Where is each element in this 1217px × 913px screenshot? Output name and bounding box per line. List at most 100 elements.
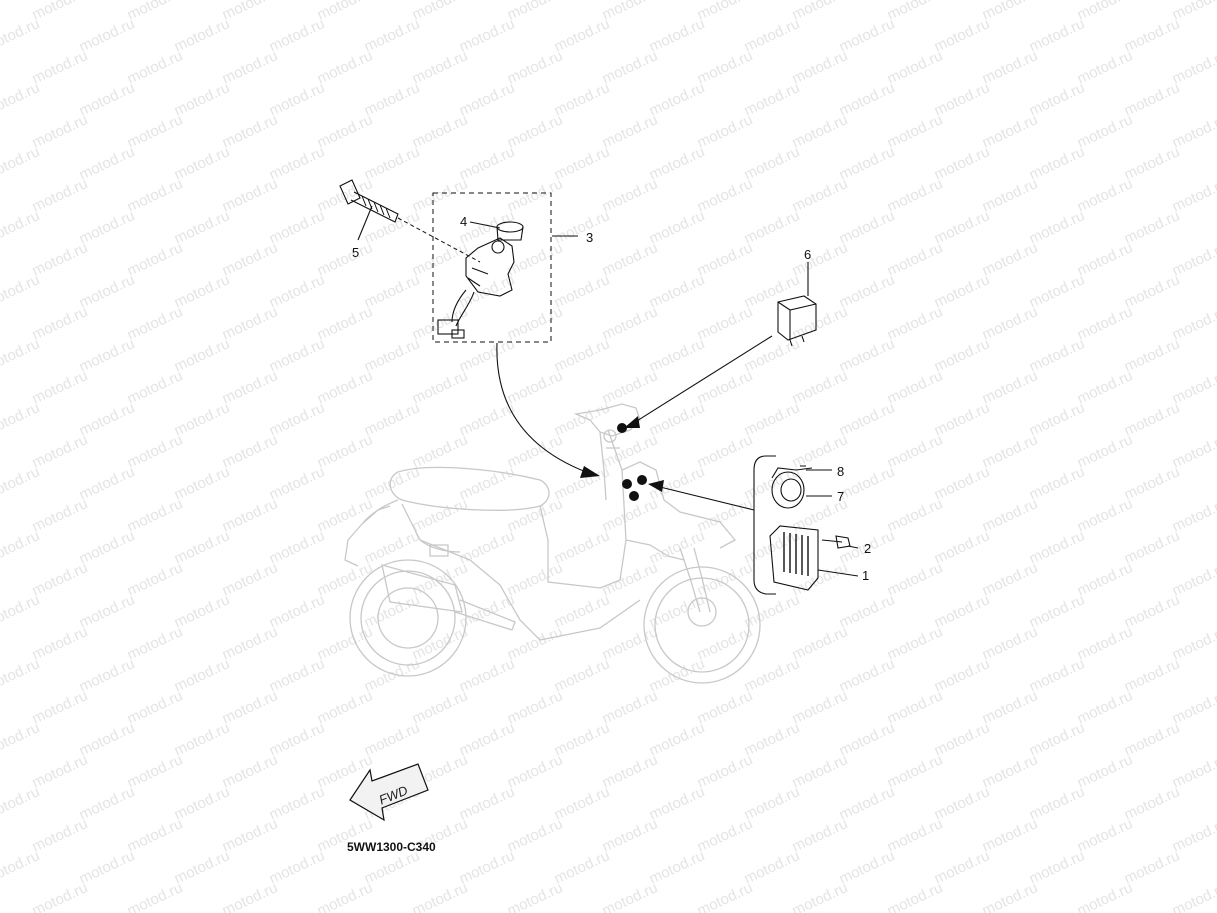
watermark-text: motod.ru [1075,431,1136,471]
watermark-text: motod.ru [267,527,328,567]
watermark-text: motod.ru [1075,0,1136,24]
watermark-text: motod.ru [1122,399,1183,439]
watermark-text: motod.ru [695,687,756,727]
watermark-text: motod.ru [790,47,851,87]
watermark-text: motod.ru [1027,847,1088,887]
watermark-text: motod.ru [77,591,138,631]
watermark-text: motod.ru [980,431,1041,471]
watermark-text: motod.ru [552,15,613,55]
watermark-text: motod.ru [0,463,42,503]
watermark-text: motod.ru [837,399,898,439]
watermark-text: motod.ru [125,0,186,24]
watermark-text: motod.ru [552,271,613,311]
watermark-text: motod.ru [647,207,708,247]
watermark-text: motod.ru [267,463,328,503]
watermark-text: motod.ru [1170,495,1217,535]
watermark-text: motod.ru [220,431,281,471]
watermark-text: motod.ru [125,367,186,407]
watermark-text: motod.ru [1170,367,1217,407]
watermark-text: motod.ru [885,815,946,855]
watermark-text: motod.ru [742,847,803,887]
watermark-text: motod.ru [315,239,376,279]
watermark-text: motod.ru [362,719,423,759]
watermark-text: motod.ru [267,783,328,823]
watermark-text: motod.ru [125,559,186,599]
watermark-text: motod.ru [30,815,91,855]
watermark-text: motod.ru [315,0,376,24]
watermark-text: motod.ru [315,303,376,343]
watermark-text: motod.ru [742,15,803,55]
watermark-text: motod.ru [837,655,898,695]
watermark-text: motod.ru [790,815,851,855]
watermark-text: motod.ru [552,847,613,887]
watermark-text: motod.ru [125,431,186,471]
watermark-text: motod.ru [410,239,471,279]
watermark-text: motod.ru [457,527,518,567]
watermark-text: motod.ru [505,367,566,407]
watermark-text: motod.ru [932,847,993,887]
watermark-text: motod.ru [30,0,91,24]
watermark-text: motod.ru [932,15,993,55]
watermark-text: motod.ru [932,271,993,311]
watermark-text: motod.ru [695,0,756,24]
watermark-text: motod.ru [172,335,233,375]
watermark-text: motod.ru [220,495,281,535]
watermark-text: motod.ru [505,0,566,24]
watermark-text: motod.ru [552,527,613,567]
watermark-text: motod.ru [220,687,281,727]
watermark-text: motod.ru [267,847,328,887]
watermark-text: motod.ru [837,335,898,375]
watermark-text: motod.ru [315,879,376,913]
watermark-text: motod.ru [0,591,42,631]
watermark-text: motod.ru [932,527,993,567]
watermark-text: motod.ru [125,815,186,855]
watermark-text: motod.ru [837,783,898,823]
part-label-7: 7 [837,489,844,504]
watermark-text: motod.ru [220,751,281,791]
watermark-text: motod.ru [1075,175,1136,215]
watermark-text: motod.ru [505,431,566,471]
watermark-text: motod.ru [647,143,708,183]
watermark-text: motod.ru [77,399,138,439]
watermark-text: motod.ru [742,783,803,823]
watermark-text: motod.ru [1122,143,1183,183]
watermark-text: motod.ru [1075,367,1136,407]
watermark-text: motod.ru [1075,111,1136,151]
watermark-text: motod.ru [837,719,898,759]
watermark-text: motod.ru [267,655,328,695]
diagram-code: 5WW1300-C340 [347,840,436,854]
watermark-text: motod.ru [932,399,993,439]
watermark-text: motod.ru [77,15,138,55]
watermark-text: motod.ru [457,719,518,759]
watermark-text: motod.ru [552,143,613,183]
bolt-5 [339,179,481,263]
watermark-text: motod.ru [315,367,376,407]
watermark-text: motod.ru [1122,655,1183,695]
watermark-text: motod.ru [0,15,42,55]
watermark-text: motod.ru [1027,655,1088,695]
watermark-text: motod.ru [220,175,281,215]
watermark-text: motod.ru [600,879,661,913]
watermark-text: motod.ru [600,559,661,599]
watermark-text: motod.ru [220,367,281,407]
watermark-text: motod.ru [1075,623,1136,663]
watermark-text: motod.ru [30,623,91,663]
watermark-text: motod.ru [600,815,661,855]
watermark-text: motod.ru [695,879,756,913]
watermark-text: motod.ru [742,335,803,375]
watermark-text: motod.ru [457,847,518,887]
watermark-text: motod.ru [267,591,328,631]
watermark-text: motod.ru [647,399,708,439]
watermark-text: motod.ru [30,47,91,87]
watermark-text: motod.ru [885,367,946,407]
relay-6 [777,295,817,347]
watermark-text: motod.ru [1170,175,1217,215]
watermark-text: motod.ru [980,47,1041,87]
watermark-text: motod.ru [647,719,708,759]
watermark-text: motod.ru [695,751,756,791]
watermark-text: motod.ru [172,79,233,119]
watermark-text: motod.ru [457,143,518,183]
watermark-text: motod.ru [1027,79,1088,119]
watermark-text: motod.ru [742,271,803,311]
watermark-text: motod.ru [172,463,233,503]
